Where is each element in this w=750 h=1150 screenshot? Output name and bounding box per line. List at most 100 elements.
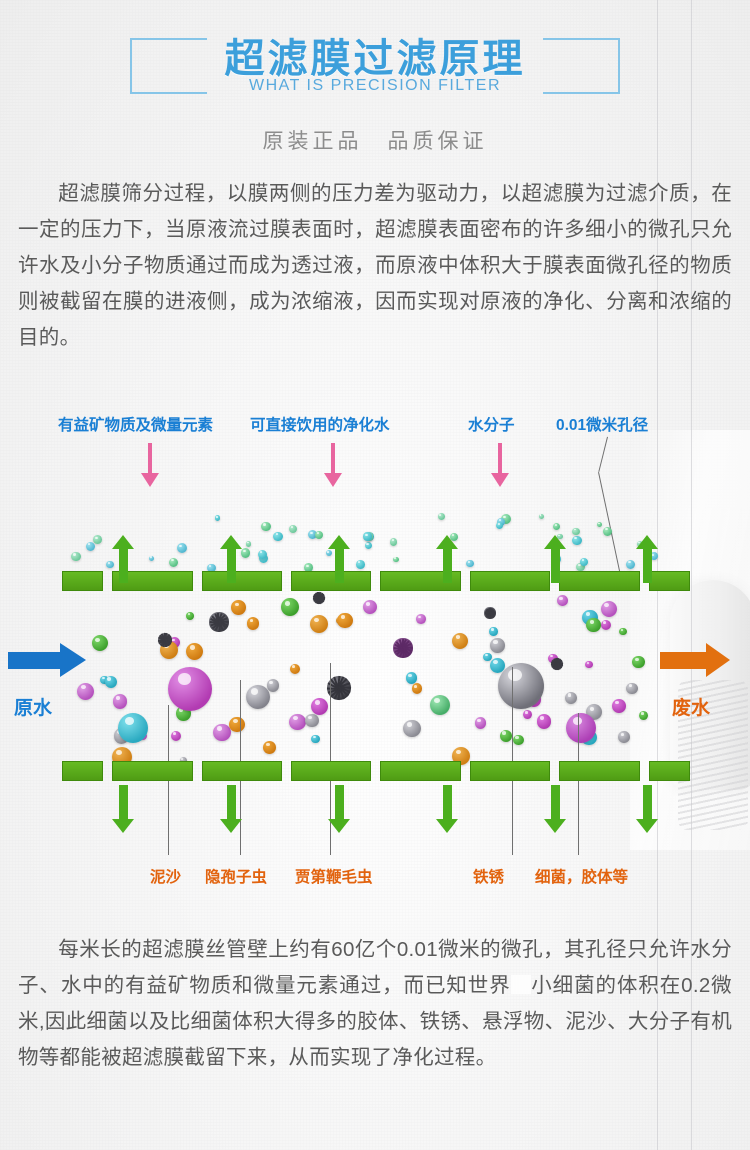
contaminant-particle xyxy=(612,698,626,713)
water-molecule xyxy=(576,562,585,572)
contaminant-particle xyxy=(91,635,108,652)
contaminant-particle xyxy=(112,694,128,709)
contaminant-particle xyxy=(565,691,578,705)
contaminant-particle xyxy=(266,679,280,692)
water-molecule xyxy=(649,552,658,561)
label-iron-rust: 铁锈 xyxy=(473,869,505,886)
water-molecule xyxy=(240,548,251,559)
contaminant-particle xyxy=(213,723,231,742)
down-arrow xyxy=(220,785,242,833)
pore-size-pointer-line-b xyxy=(598,472,622,580)
up-arrow xyxy=(636,535,658,583)
membrane-segment xyxy=(559,571,640,591)
membrane-segment xyxy=(380,571,461,591)
cryptosporidium-virus xyxy=(202,605,236,639)
water-molecule xyxy=(315,530,323,539)
contaminant-particle xyxy=(483,652,492,662)
title-bracket-left xyxy=(130,38,207,94)
colloid-sphere xyxy=(118,713,148,743)
water-molecule xyxy=(363,532,372,541)
colloid-large-sphere xyxy=(168,667,212,711)
contaminant-particle xyxy=(586,617,601,633)
membrane-segment xyxy=(201,761,283,781)
page-title: 超滤膜过滤原理 xyxy=(224,37,526,81)
label-giardia: 贾第鞭毛虫 xyxy=(295,869,373,886)
water-molecule xyxy=(214,515,221,522)
virus-particle xyxy=(152,627,178,653)
bacteria-sphere xyxy=(566,713,596,743)
membrane-segment xyxy=(201,571,283,591)
title-bracket-right xyxy=(543,38,620,94)
iron-rust-large-sphere xyxy=(498,663,544,709)
purple-virus xyxy=(386,631,420,665)
membrane-segment xyxy=(291,761,372,781)
contaminant-particle xyxy=(170,731,182,742)
contaminant-particle xyxy=(305,713,319,728)
page-subtitle-en: WHAT IS PRECISION FILTER xyxy=(248,77,502,94)
up-arrow xyxy=(436,535,458,583)
label-cryptosporidium: 隐孢子虫 xyxy=(205,869,268,886)
contaminant-particle xyxy=(289,713,306,731)
sediment-sphere xyxy=(452,633,468,649)
water-molecule xyxy=(393,556,399,563)
summary-paragraph-text-b: 小细菌的体积在0.2微米,因此细菌以及比细菌体积大得多的胶体、铁锈、悬浮物、泥沙… xyxy=(18,974,732,1069)
page-subtitle-cn: 原装正品 品质保证 xyxy=(262,130,488,153)
contaminant-particle xyxy=(186,612,195,620)
water-molecule xyxy=(245,541,252,547)
water-molecule xyxy=(538,513,544,519)
water-molecule xyxy=(260,521,271,532)
membrane-upper xyxy=(62,571,690,591)
water-molecule xyxy=(466,559,474,568)
membrane-segment xyxy=(62,761,104,781)
contaminant-particle xyxy=(557,595,568,607)
label-sediment: 泥沙 xyxy=(150,869,182,886)
label-beneficial-minerals: 有益矿物质及微量元素 xyxy=(58,417,214,434)
water-molecule xyxy=(85,541,95,551)
membrane-segment xyxy=(648,761,690,781)
redacted-character xyxy=(510,975,531,994)
contaminant-particle xyxy=(499,729,513,743)
up-arrow xyxy=(112,535,134,583)
water-molecule xyxy=(325,550,332,557)
down-arrow xyxy=(112,785,134,833)
contaminant-particle xyxy=(311,734,320,744)
summary-paragraph: 每米长的超滤膜丝管壁上约有60亿个0.01微米的微孔，其孔径只允许水分子、水中的… xyxy=(18,932,732,1076)
virus-particle xyxy=(480,603,500,623)
contaminant-particle xyxy=(411,683,423,694)
outlet-arrow xyxy=(660,643,730,677)
water-molecule xyxy=(572,527,580,535)
contaminant-particle xyxy=(185,642,204,660)
contaminant-particle xyxy=(489,627,498,636)
water-molecule xyxy=(437,513,445,521)
water-molecule xyxy=(273,531,284,542)
contaminant-particle xyxy=(179,757,187,765)
contaminant-particle xyxy=(281,598,299,617)
sediment-sphere xyxy=(310,615,328,633)
label-bacteria-colloid: 细菌，胶体等 xyxy=(535,869,629,886)
intro-paragraph: 超滤膜筛分过程，以膜两侧的压力差为驱动力，以超滤膜为过滤介质，在一定的压力下，当… xyxy=(18,176,732,356)
up-arrow xyxy=(328,535,350,583)
contaminant-particle xyxy=(536,714,551,729)
water-molecule xyxy=(71,551,81,562)
label-raw-water: 原水 xyxy=(14,698,53,719)
contaminant-particle xyxy=(231,600,247,616)
water-molecule xyxy=(355,559,365,569)
membrane-lower xyxy=(62,761,690,781)
water-molecule xyxy=(496,517,506,527)
up-arrow xyxy=(544,535,566,583)
water-molecule xyxy=(580,557,589,566)
contaminant-particle xyxy=(405,672,418,684)
water-molecule xyxy=(625,559,636,570)
contaminant-particle xyxy=(337,613,353,629)
up-arrow xyxy=(220,535,242,583)
contaminant-particle xyxy=(290,663,301,674)
contaminant-particle xyxy=(77,682,95,700)
down-arrow xyxy=(328,785,350,833)
contaminant-particle xyxy=(489,658,506,674)
membrane-segment xyxy=(291,571,372,591)
contaminant-particle xyxy=(263,741,277,754)
down-arrow xyxy=(544,785,566,833)
membrane-segment xyxy=(112,761,193,781)
intro-paragraph-text: 超滤膜筛分过程，以膜两侧的压力差为驱动力，以超滤膜为过滤介质，在一定的压力下，当… xyxy=(18,182,732,349)
water-molecule xyxy=(257,549,267,559)
